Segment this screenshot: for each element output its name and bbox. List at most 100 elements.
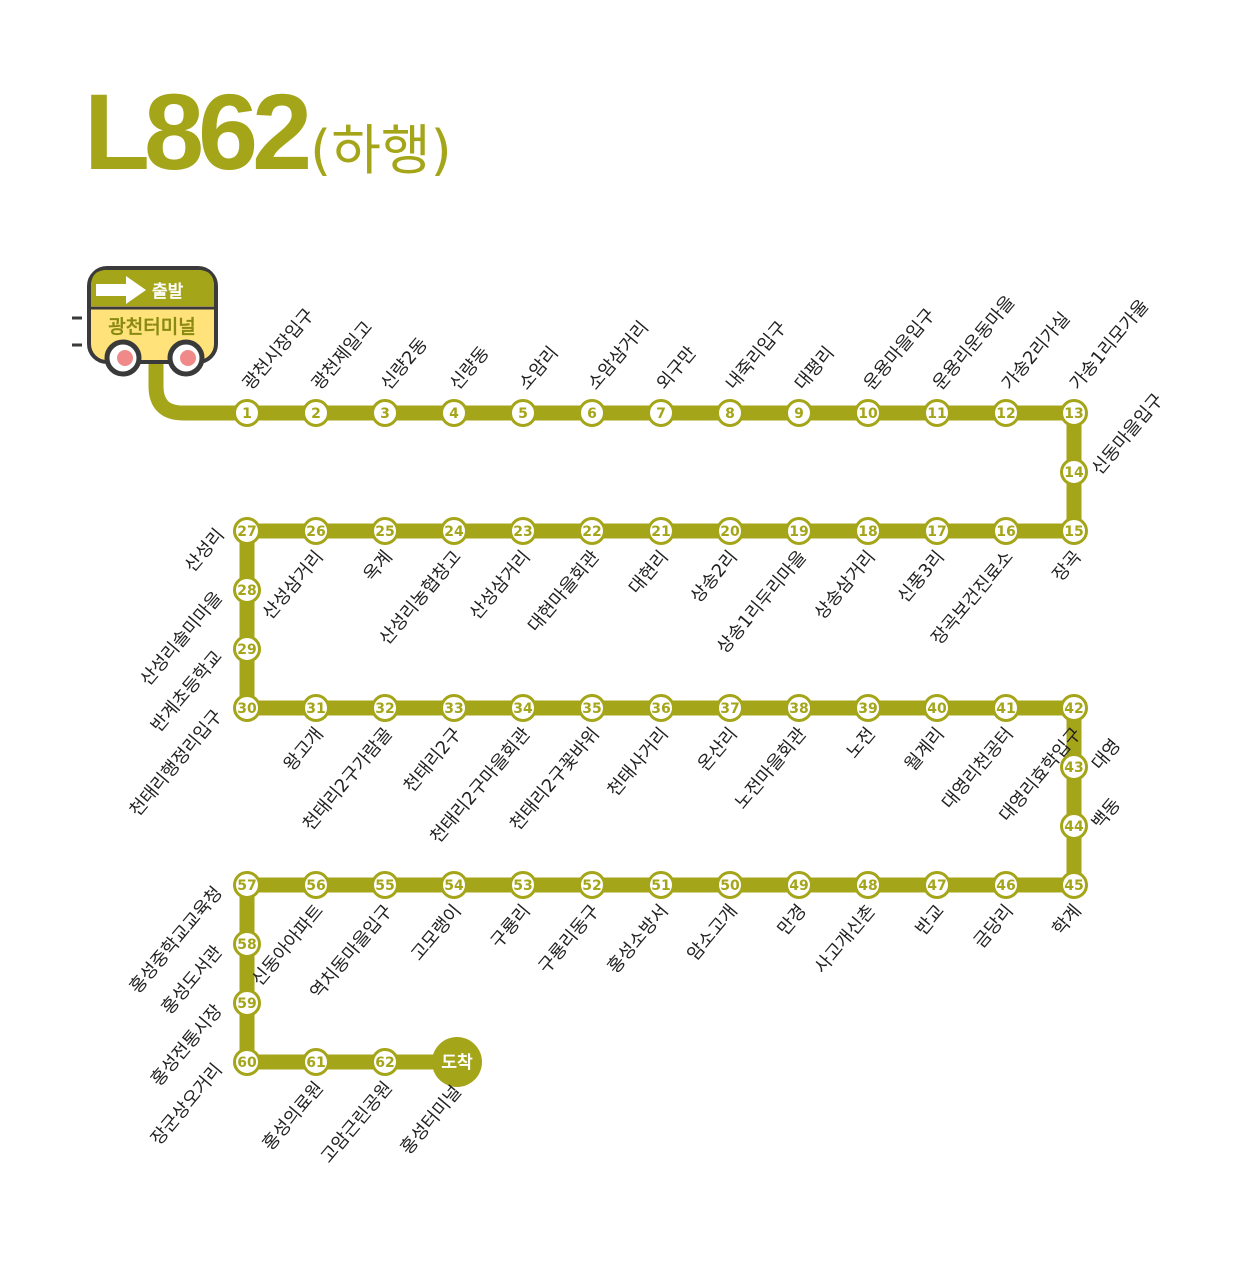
stop-number: 30 (237, 701, 257, 717)
stop-number: 29 (237, 642, 256, 658)
stop-number: 18 (858, 524, 877, 540)
stop-marker (854, 399, 882, 427)
stop-marker (647, 694, 675, 722)
stop-number: 12 (996, 406, 1015, 422)
stop-name: 홍성중학교교육청 (126, 883, 227, 998)
stop-number: 26 (306, 524, 325, 540)
stop-marker (1060, 871, 1088, 899)
stop-marker (992, 871, 1020, 899)
stop-marker (233, 930, 261, 958)
stop-number: 34 (513, 701, 533, 717)
stop-marker (578, 517, 606, 545)
stop-marker (371, 517, 399, 545)
stop-marker (1060, 812, 1088, 840)
stop-number: 5 (518, 406, 528, 422)
stop-number: 45 (1064, 878, 1083, 894)
stop-name: 구룡리 (487, 901, 535, 953)
stop-name: 사고개신촌 (811, 901, 880, 978)
stop-marker (302, 517, 330, 545)
stop-number: 32 (375, 701, 394, 717)
stop-marker (233, 399, 261, 427)
stop-marker (371, 1048, 399, 1076)
route-number: L862 (84, 71, 312, 192)
stop-number: 36 (651, 701, 670, 717)
stop-marker (785, 399, 813, 427)
stop-number: 35 (582, 701, 601, 717)
stop-number: 58 (237, 937, 256, 953)
stop-name: 산성리 (181, 525, 229, 577)
stop-number: 27 (237, 524, 256, 540)
stop-number: 33 (444, 701, 463, 717)
stop-marker (509, 694, 537, 722)
stop-name: 왕고개 (280, 724, 328, 776)
stop-number: 9 (794, 406, 804, 422)
stop-number: 48 (858, 878, 877, 894)
stop-name: 노전마을회관 (731, 724, 811, 814)
stop-name: 고모랭이 (407, 901, 466, 965)
stop-number: 11 (927, 406, 946, 422)
stop-number: 3 (380, 406, 390, 422)
stop-name: 소암삼거리 (584, 317, 653, 394)
stop-marker (578, 399, 606, 427)
end-terminal-name: 홍성터미널 (397, 1082, 466, 1159)
stop-number: 17 (927, 524, 946, 540)
stop-marker (440, 517, 468, 545)
stop-number: 8 (725, 406, 735, 422)
stop-marker (1060, 753, 1088, 781)
stop-number: 28 (237, 583, 256, 599)
end-badge: 도착 (441, 1053, 473, 1073)
stop-marker (509, 871, 537, 899)
stop-number: 40 (927, 701, 947, 717)
stop-number: 13 (1064, 406, 1083, 422)
stop-marker (785, 871, 813, 899)
start-badge: 출발 (152, 282, 184, 302)
stop-number: 41 (996, 701, 1015, 717)
stop-number: 25 (375, 524, 394, 540)
stop-marker (440, 694, 468, 722)
stop-number: 55 (375, 878, 394, 894)
stop-marker (854, 694, 882, 722)
stop-marker (1060, 517, 1088, 545)
stop-marker (992, 694, 1020, 722)
stop-marker (1060, 694, 1088, 722)
stop-name: 천태사거리 (604, 724, 673, 801)
stop-name: 노전 (842, 724, 879, 763)
stop-number: 2 (311, 406, 321, 422)
stop-marker (578, 871, 606, 899)
stop-name: 상송삼거리 (811, 547, 880, 624)
stop-marker (923, 871, 951, 899)
stop-marker (647, 517, 675, 545)
stop-name: 대현마을회관 (524, 547, 604, 637)
stop-name: 대현리 (625, 547, 673, 599)
stop-number: 14 (1064, 465, 1084, 481)
stop-marker (854, 517, 882, 545)
stop-marker (302, 1048, 330, 1076)
stop-number: 53 (513, 878, 532, 894)
stop-number: 43 (1064, 760, 1083, 776)
stop-marker (923, 399, 951, 427)
stop-name: 천태리2구 (400, 724, 466, 797)
stop-marker (1060, 399, 1088, 427)
arrow-right-icon (96, 276, 146, 304)
stop-number: 60 (237, 1055, 257, 1071)
stop-number: 7 (656, 406, 666, 422)
stop-marker (923, 694, 951, 722)
stop-marker (509, 517, 537, 545)
stop-number: 6 (587, 406, 597, 422)
stop-marker (509, 399, 537, 427)
stop-name: 온산리 (694, 724, 742, 776)
stop-marker (302, 871, 330, 899)
stop-marker (647, 399, 675, 427)
stop-name: 반교 (911, 901, 948, 940)
stop-marker (785, 517, 813, 545)
stop-marker (440, 399, 468, 427)
bus-icon: 출발 광천터미널 (72, 266, 218, 377)
stop-number: 20 (720, 524, 740, 540)
stop-marker (785, 694, 813, 722)
stop-name: 신량2동 (377, 334, 432, 394)
stop-marker (233, 1048, 261, 1076)
stop-marker (233, 989, 261, 1017)
stop-marker (233, 635, 261, 663)
